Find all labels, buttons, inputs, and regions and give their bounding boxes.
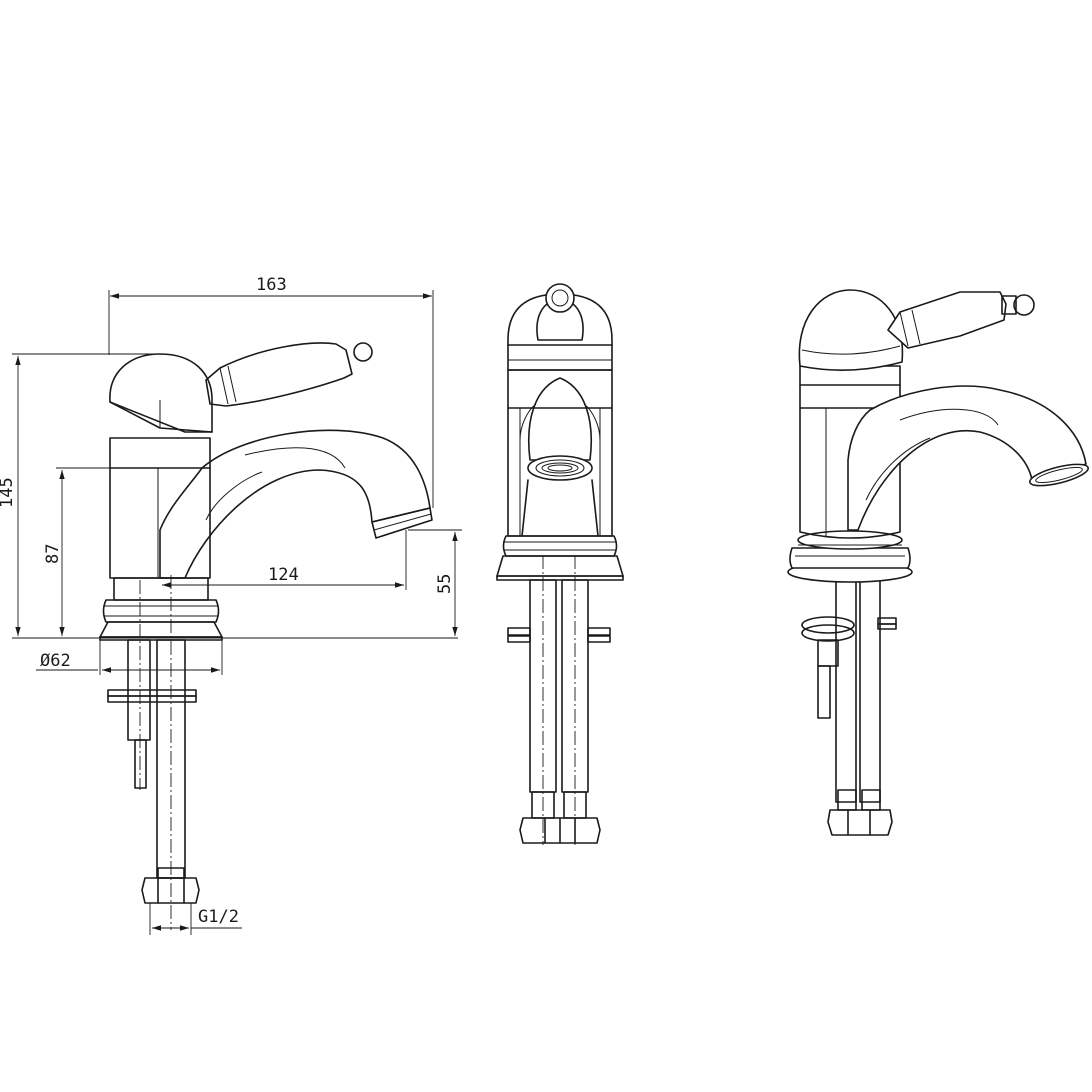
front-view-body [507, 283, 613, 537]
side-view-dimensions: 163 145 87 124 55 Ø62 [0, 275, 462, 935]
dim-base-height: 87 [43, 544, 63, 564]
front-view-base [496, 535, 624, 581]
side-view-base [99, 577, 223, 641]
dim-connection-thread: G1/2 [198, 907, 239, 927]
front-view-pipes [507, 555, 611, 845]
perspective-view-handle [887, 291, 1035, 349]
perspective-view-pipes [801, 579, 897, 836]
perspective-view-spout [847, 385, 1087, 531]
dim-total-width: 163 [256, 275, 287, 295]
perspective-view [787, 289, 1089, 836]
side-view: 163 145 87 124 55 Ø62 [0, 275, 462, 935]
dim-total-height: 145 [0, 477, 17, 508]
dim-spout-height: 55 [435, 574, 455, 594]
perspective-view-base [787, 530, 913, 583]
dim-spout-reach: 124 [268, 565, 299, 585]
front-view [496, 283, 624, 845]
side-view-pipes [107, 575, 200, 930]
dim-base-diameter: Ø62 [40, 651, 71, 671]
perspective-view-body [798, 289, 904, 539]
side-view-spout [159, 429, 431, 579]
side-view-handle [205, 342, 353, 407]
side-view-body [109, 342, 373, 579]
